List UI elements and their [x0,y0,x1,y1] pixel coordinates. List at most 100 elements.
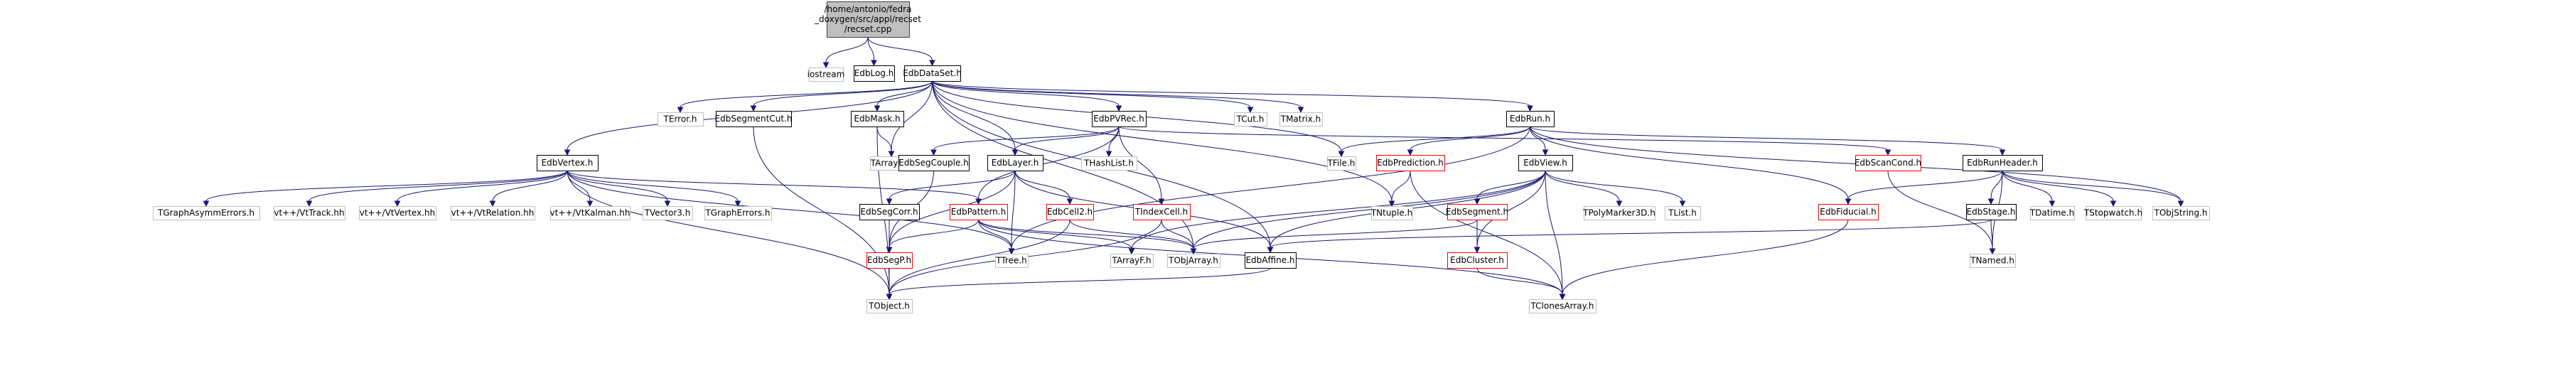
node-label: EdbPVRec.h [1093,114,1144,124]
node-box [537,155,599,171]
edge-EdbRunHeader-to-TDatime [2002,170,2056,208]
node-edblayer[interactable]: EdbLayer.h [987,155,1043,171]
node-box [1966,204,2017,220]
node-box [1327,156,1356,171]
node-box [950,204,1008,220]
node-tarrayf: TArrayF.h [1110,254,1154,268]
node-box [1245,252,1297,269]
node-tindexcell[interactable]: TIndexCell.h [1133,204,1191,220]
node-edbcluster[interactable]: EdbCluster.h [1447,252,1508,269]
node-edbview[interactable]: EdbView.h [1518,155,1573,171]
edge-EdbDataSet-to-TCut [932,80,1254,114]
node-edbmask[interactable]: EdbMask.h [851,111,904,127]
node-label: /recset.cpp [844,24,892,34]
node-edbsegp[interactable]: EdbSegP.h [866,252,913,269]
nodes-layer: /home/antonio/fedra_doxygen/src/appl/rec… [153,1,2210,313]
node-box [1518,155,1573,171]
node-edbpvrec[interactable]: EdbPVRec.h [1092,111,1147,127]
node-tcut: TCut.h [1234,112,1267,127]
node-edbsegment[interactable]: EdbSegment.h [1446,204,1508,220]
node-edbvertex[interactable]: EdbVertex.h [537,155,599,171]
node-tlist: TList.h [1665,206,1701,220]
node-label: EdbSegmentCut.h [715,114,793,124]
edge-EdbView-to-TList [1545,170,1686,208]
node-box [1092,111,1147,127]
node-box [904,65,961,82]
edge-EdbFiducial-to-TClonesArray [1559,219,1849,301]
node-tstopwatch: TStopwatch.h [2083,206,2142,220]
node-edbrun[interactable]: EdbRun.h [1506,111,1555,127]
node-label: vt++/VtKalman.hh [550,208,630,218]
node-box [851,111,904,127]
node-root[interactable]: /home/antonio/fedra_doxygen/src/appl/rec… [814,1,921,38]
node-tclonesarray: TClonesArray.h [1529,299,1596,313]
node-label: EdbView.h [1523,158,1567,168]
node-edbsegcouple[interactable]: EdbSegCouple.h [898,155,970,171]
node-edbsegmentcut[interactable]: EdbSegmentCut.h [715,111,793,127]
edge-EdbRunHeader-to-EdbFiducial [1845,170,2003,205]
node-tpolymarker3d: TPolyMarker3D.h [1582,206,1655,220]
node-box [1970,254,2016,268]
node-edbpattern[interactable]: EdbPattern.h [950,204,1008,220]
node-box [827,1,910,38]
edge-EdbRunHeader-to-TStopwatch [2002,170,2117,208]
node-box [1447,252,1508,269]
node-label: TCut.h [1236,114,1265,124]
node-label: TNamed.h [1970,256,2014,266]
edge-EdbView-to-TArrayF [1128,170,1546,255]
node-edbaffine[interactable]: EdbAffine.h [1245,252,1297,269]
node-label: TFile.h [1327,158,1356,168]
node-edbscancond[interactable]: EdbScanCond.h [1855,155,1921,171]
node-label: TObjArray.h [1168,256,1218,266]
node-tdatime: TDatime.h [2029,206,2075,220]
node-box [1855,155,1921,171]
edge-EdbView-to-EdbSegment [1474,170,1546,205]
edge-EdbPVRec-to-EdbScanCond [1118,126,1891,156]
node-label: EdbStage.h [1967,207,2016,217]
node-tobject: TObject.h [866,299,913,313]
node-label: TObjString.h [2154,208,2208,218]
node-label: TPolyMarker3D.h [1582,208,1655,218]
node-label: TList.h [1668,208,1697,218]
node-label: TStopwatch.h [2083,208,2142,218]
node-tnamed: TNamed.h [1970,254,2016,268]
edge-EdbVertex-to-VtVertex [394,170,568,208]
node-label: TArrayF.h [1111,256,1151,266]
edge-EdbRun-to-EdbRunHeader [1530,126,2006,156]
node-box [2152,206,2210,220]
node-box [1110,254,1154,268]
node-edbprediction[interactable]: EdbPrediction.h [1376,155,1445,171]
node-label: TObject.h [868,301,910,311]
node-label: EdbPrediction.h [1377,158,1444,168]
node-edblog[interactable]: EdbLog.h [854,65,895,82]
edge-EdbVertex-to-TGraphErrors [567,170,741,208]
node-label: TTree.h [995,256,1027,266]
node-label: TGraphErrors.h [704,208,770,218]
node-edbdataset[interactable]: EdbDataSet.h [903,65,962,82]
node-label: TDatime.h [2029,208,2074,218]
edge-EdbStage-to-EdbAffine [1267,219,1992,254]
node-tntuple: TNtuple.h [1370,206,1413,220]
node-edbstage[interactable]: EdbStage.h [1966,204,2017,220]
node-label: THashList.h [1083,158,1134,168]
node-tgrapherrors: TGraphErrors.h [704,206,772,220]
node-label: EdbCell2.h [1047,207,1093,217]
node-box [1279,112,1323,127]
node-label: EdbRun.h [1510,114,1550,124]
node-edbfiducial[interactable]: EdbFiducial.h [1818,204,1879,220]
edge-EdbVertex-to-VtTrack [306,170,568,208]
node-label: EdbSegP.h [867,255,911,265]
node-edbcell2[interactable]: EdbCell2.h [1046,204,1094,220]
node-box [866,299,913,313]
node-box [1046,204,1094,220]
node-label: EdbLog.h [854,68,894,78]
node-edbsegcorr[interactable]: EdbSegCorr.h [859,204,920,220]
node-label: _doxygen/src/appl/recset [814,14,921,24]
node-edbrunheader[interactable]: EdbRunHeader.h [1963,155,2043,171]
node-label: EdbScanCond.h [1855,158,1921,168]
edge-EdbRun-to-TTree [1008,126,1530,255]
node-vttrack: vt++/VtTrack.hh [274,206,345,220]
node-box [2086,206,2142,220]
node-label: vt++/VtTrack.hh [274,208,344,218]
node-box [359,206,436,220]
